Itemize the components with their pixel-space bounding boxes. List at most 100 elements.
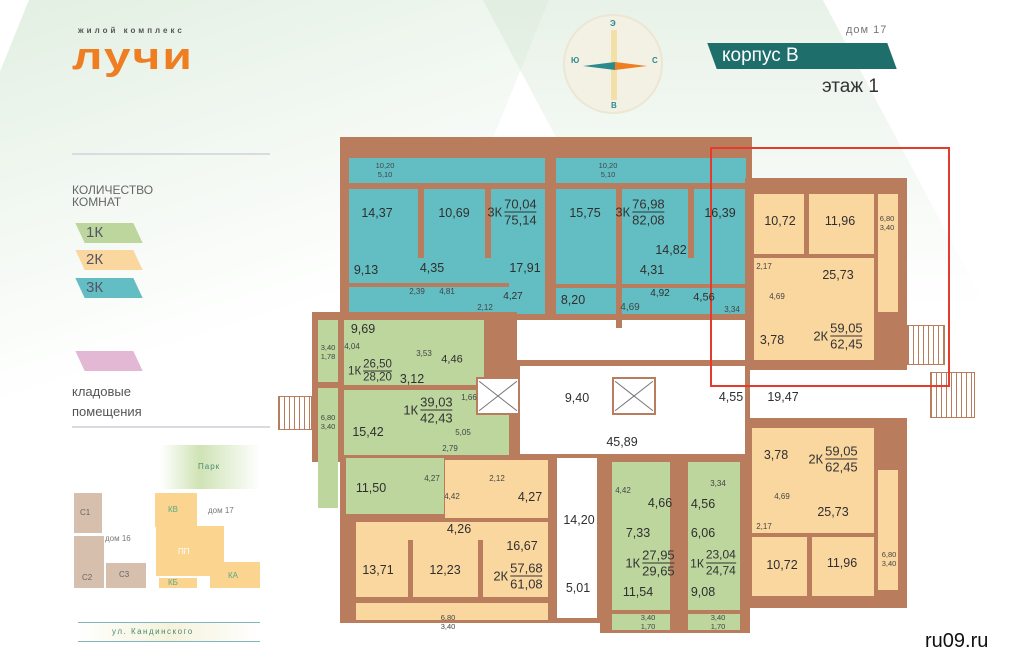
stairs [278, 396, 312, 430]
site-label-c2: С2 [82, 573, 93, 582]
balcony [318, 388, 338, 508]
wall [688, 188, 694, 258]
apartment-1k-c[interactable] [612, 462, 670, 610]
room-area: 4,27 [503, 291, 523, 302]
apartment-2k-bottom-right[interactable] [752, 428, 874, 596]
legend-label-3k: 3К [86, 279, 104, 296]
total-area: 24,74 [705, 563, 736, 578]
room-area: 11,96 [824, 213, 856, 228]
logo-subtitle: жилой комплекс [78, 26, 185, 35]
room-area: 6,06 [690, 525, 716, 540]
room-area-small: 2,39 [409, 287, 425, 296]
site-label-kv: КВ [168, 505, 178, 514]
room-area: 25,73 [822, 267, 854, 282]
living-area: 23,04 [705, 547, 736, 564]
room-area: 4,35 [419, 260, 445, 275]
floor-label: этаж 1 [822, 76, 879, 97]
balcony-area-value: 10,20 [598, 161, 618, 170]
room-area: 4,31 [639, 262, 665, 277]
room-area: 10,69 [438, 205, 470, 220]
site-street [78, 622, 260, 642]
apartment-1k-d[interactable] [688, 462, 740, 610]
site-label-c1: С1 [80, 508, 91, 517]
apartment-1k-b-room [346, 458, 444, 514]
balcony [688, 614, 740, 630]
wall [616, 188, 622, 328]
room-area: 8,20 [560, 292, 586, 307]
balcony-area-reduced: 5,10 [377, 170, 393, 179]
balcony-area-value: 6,80 [320, 413, 336, 422]
total-area: 62,45 [830, 336, 863, 352]
balcony-area-reduced: 3,40 [320, 422, 336, 431]
balcony-area-reduced: 1,70 [640, 622, 656, 631]
site-block-kb [159, 578, 197, 588]
room-area: 14,82 [655, 242, 687, 257]
compass-label-bottom: В [611, 101, 617, 110]
logo-name: лучи [72, 35, 194, 78]
room-area: 12,23 [429, 562, 461, 577]
site-label-house17: дом 17 [208, 506, 234, 515]
stairs [907, 325, 945, 365]
balcony-area-reduced: 1,78 [320, 352, 336, 361]
apartment-type: 3К [487, 204, 503, 220]
wall [556, 284, 746, 288]
wall [408, 540, 413, 598]
compass-label-top: Э [610, 19, 616, 28]
apartment-2k-bottom-left-rooms [356, 522, 553, 597]
corridor [557, 458, 597, 618]
room-area-small: 5,05 [455, 428, 471, 437]
house-label: дом 17 [846, 24, 888, 36]
room-area: 9,08 [690, 584, 716, 599]
room-area: 3,12 [399, 371, 425, 386]
site-label-house16: дом 16 [105, 534, 131, 543]
balcony-area-reduced: 3,40 [440, 622, 456, 631]
room-area: 3,78 [763, 447, 789, 462]
room-area: 4,27 [517, 489, 543, 504]
apartment-type: 1К [348, 365, 362, 377]
apartment-type: 2К [813, 328, 829, 344]
site-block-kv [155, 493, 197, 527]
balcony-area-value: 6,80 [879, 214, 895, 223]
room-area-small: 3,34 [710, 479, 726, 488]
balcony-area-reduced: 1,70 [710, 622, 726, 631]
balcony-area-reduced: 3,40 [879, 223, 895, 232]
legend-label-1k: 1К [86, 224, 104, 241]
wall [478, 540, 483, 598]
legend-storage-label: кладовые помещения [72, 384, 142, 419]
wall [349, 183, 746, 189]
room-area-small: 2,79 [442, 444, 458, 453]
living-area: 70,04 [504, 196, 537, 213]
total-area: 29,65 [642, 563, 675, 579]
room-area: 4,26 [446, 521, 472, 536]
total-area: 61,08 [510, 576, 543, 592]
legend-chip-storage [75, 351, 143, 371]
legend-label-2k: 2К [86, 251, 104, 268]
wall [752, 533, 874, 537]
room-area: 4,66 [647, 495, 673, 510]
total-area: 62,45 [825, 459, 858, 475]
site-label-pp: ПП [178, 547, 190, 556]
apartment-1k-a[interactable] [344, 320, 484, 385]
site-block-ka [210, 562, 260, 588]
apartment-2k-bottom-left[interactable] [445, 460, 553, 518]
site-block-c1 [74, 493, 102, 533]
room-area-small: 4,27 [424, 474, 440, 483]
apartment-type: 3К [615, 204, 631, 220]
room-area-small: 4,69 [620, 302, 640, 313]
selected-apartment-highlight[interactable] [710, 147, 950, 387]
compass-label-right: С [652, 56, 658, 65]
apartment-2k-top-right[interactable] [754, 194, 874, 360]
wall [754, 254, 874, 258]
total-area: 82,08 [632, 212, 665, 228]
wall [349, 283, 509, 287]
room-area: 16,67 [506, 538, 538, 553]
